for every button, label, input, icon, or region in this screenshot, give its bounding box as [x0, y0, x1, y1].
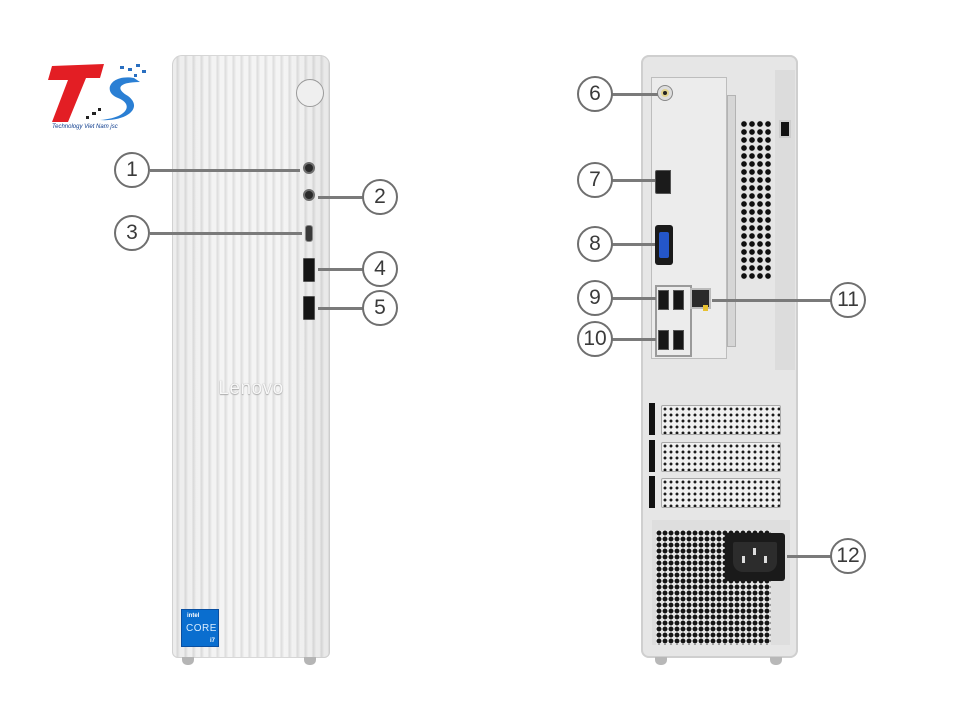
- logo-dark-dots: [86, 108, 101, 119]
- expansion-slots: [649, 365, 784, 508]
- slot-clip-1: [649, 403, 655, 435]
- front-foot-left: [182, 657, 194, 665]
- intel-label: intel: [187, 613, 200, 619]
- callout-10: 10: [577, 321, 613, 357]
- front-shading: [172, 55, 330, 658]
- core-label: CORE: [186, 623, 217, 634]
- callout-3: 3: [114, 215, 150, 251]
- expansion-slot-3: [661, 478, 781, 508]
- power-pin-right: [764, 556, 767, 563]
- rear-usb-port-1: [658, 290, 669, 310]
- callout-line-8: [612, 243, 655, 246]
- front-audio-jack-2: [303, 189, 315, 201]
- rear-vent-grille: [740, 120, 773, 280]
- callout-8: 8: [577, 226, 613, 262]
- rear-side-rail: [727, 95, 736, 347]
- callout-1: 1: [114, 152, 150, 188]
- intel-core-i7-badge: intel CORE i7: [181, 609, 219, 647]
- i7-label: i7: [209, 638, 215, 644]
- callout-6: 6: [577, 76, 613, 112]
- rear-foot-right: [770, 657, 782, 665]
- rear-usb-port-2: [673, 290, 684, 310]
- callout-line-5: [318, 307, 364, 310]
- vga-port: [655, 225, 673, 265]
- lenovo-brand-text: Lenovo: [218, 378, 284, 399]
- power-pin-left: [742, 556, 745, 563]
- front-tower: [172, 55, 330, 658]
- ethernet-port: [690, 288, 711, 309]
- power-button[interactable]: [296, 79, 324, 107]
- rear-foot-left: [655, 657, 667, 665]
- callout-line-10: [612, 338, 656, 341]
- front-foot-right: [304, 657, 316, 665]
- callout-line-9: [612, 297, 656, 300]
- expansion-slot-1: [661, 405, 781, 435]
- callout-line-1: [150, 169, 300, 172]
- rear-audio-jack: [658, 86, 672, 100]
- callout-7: 7: [577, 162, 613, 198]
- callout-line-12: [787, 555, 832, 558]
- rear-usb-port-4: [673, 330, 684, 350]
- front-usb-c-port: [305, 225, 313, 242]
- rear-right-rail: [775, 70, 795, 370]
- slot-clip-3: [649, 476, 655, 508]
- rear-usb-group-frame: [655, 285, 692, 357]
- logo-s-mark: [100, 77, 140, 121]
- company-logo: [48, 64, 146, 122]
- security-lock-slot: [779, 120, 791, 138]
- logo-caption: Technology Viet Nam jsc: [52, 124, 118, 130]
- hdmi-port: [655, 170, 671, 194]
- callout-4: 4: [362, 251, 398, 287]
- callout-line-7: [612, 179, 655, 182]
- front-audio-jack-1: [303, 162, 315, 174]
- front-usb-a-port-1: [303, 258, 315, 282]
- power-pin-ground: [753, 548, 756, 555]
- power-socket: [725, 533, 785, 581]
- logo-pixel-dots: [120, 64, 146, 77]
- callout-12: 12: [830, 538, 866, 574]
- expansion-slot-2: [661, 442, 781, 472]
- callout-9: 9: [577, 280, 613, 316]
- callout-line-3: [150, 232, 302, 235]
- ethernet-led: [703, 305, 708, 311]
- rear-io-plate: [651, 77, 727, 359]
- callout-line-4: [318, 268, 364, 271]
- callout-line-2: [318, 196, 364, 199]
- power-socket-inner: [733, 542, 777, 572]
- logo-t-mark: [48, 64, 104, 122]
- vga-pins: [659, 232, 669, 258]
- slot-clip-2: [649, 440, 655, 472]
- callout-5: 5: [362, 290, 398, 326]
- callout-11: 11: [830, 282, 866, 318]
- callout-line-6: [612, 93, 658, 96]
- rear-usb-port-3: [658, 330, 669, 350]
- callout-line-11: [712, 299, 832, 302]
- front-usb-a-port-2: [303, 296, 315, 320]
- callout-2: 2: [362, 179, 398, 215]
